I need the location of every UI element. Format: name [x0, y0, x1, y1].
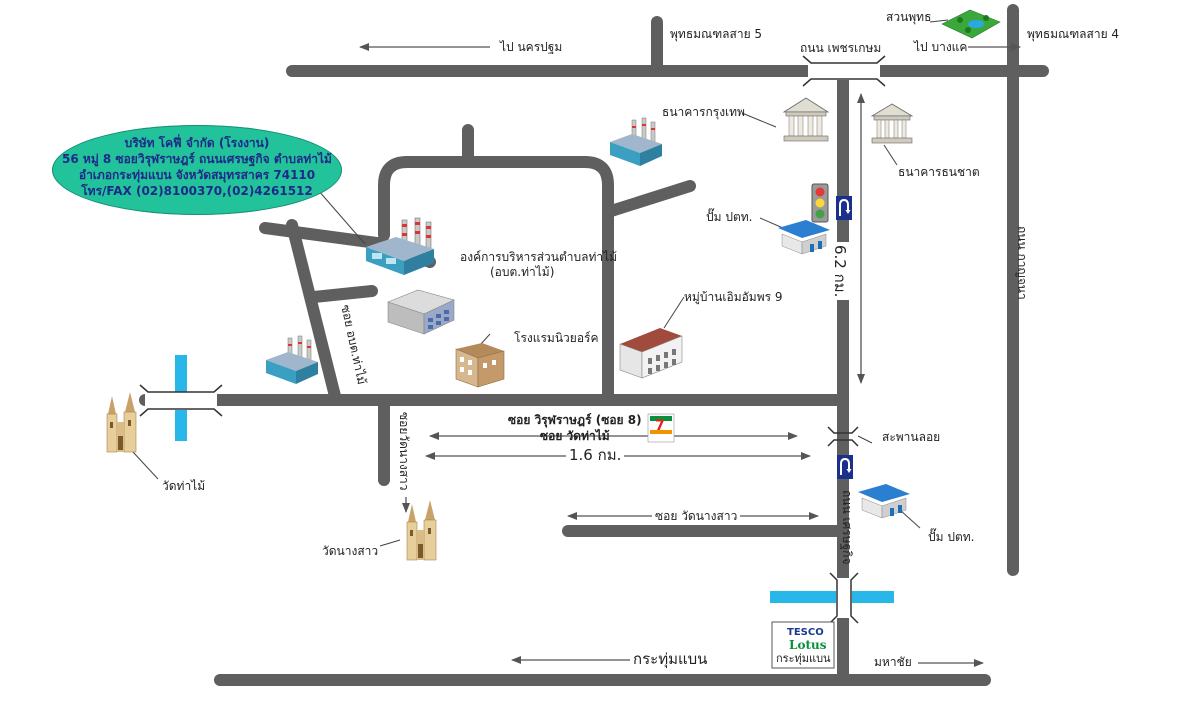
factory-icon — [266, 335, 318, 384]
tesco-branch-label: กระทุ่มแบน — [776, 652, 831, 665]
label-distance-16: 1.6 กม. — [566, 448, 625, 463]
label-bangkok-bank: ธนาคารกรุงเทพ — [662, 105, 745, 119]
label-kanchana-road: ถนน กาญจนา — [1015, 226, 1029, 300]
label-tao-name: องค์การบริหารส่วนตำบลท่าไม้ — [460, 250, 618, 264]
bank-icon — [870, 103, 914, 144]
label-suan-phut: สวนพุทธ — [886, 10, 932, 24]
company-name: บริษัท โคฟี่ จำกัด (โรงงาน) — [124, 136, 270, 150]
leader-lines — [132, 19, 949, 547]
park-icon — [941, 9, 1001, 39]
company-address-bubble: บริษัท โคฟี่ จำกัด (โรงงาน) 56 หมู่ 8 ซอ… — [52, 125, 342, 215]
label-hotel: โรงแรมนิวยอร์ค — [514, 331, 599, 345]
u-turn-icon — [837, 455, 853, 479]
bridge-south — [829, 572, 859, 624]
temple-icon — [406, 500, 437, 561]
factory-icon — [366, 217, 434, 275]
label-saphan-loi: สะพานลอย — [882, 430, 941, 444]
label-wat-tha-mai: วัดท่าไม้ — [162, 479, 206, 493]
factory-icon — [610, 117, 662, 166]
hotel-icon — [455, 343, 505, 388]
label-phutthamonthon-5: พุทธมณฑลสาย 5 — [670, 27, 763, 41]
company-district-line: อำเภอกระทุ่มแบน จังหวัดสมุทรสาคร 74110 — [78, 168, 316, 182]
canal-south — [770, 591, 894, 603]
label-krathum-baen: กระทุ่มแบน — [633, 650, 708, 668]
bridge-west — [139, 384, 223, 417]
label-thanachart-bank: ธนาคารธนชาต — [898, 165, 980, 179]
label-wat-nang-sao: วัดนางสาว — [322, 544, 379, 558]
bank-icon — [782, 97, 830, 142]
label-ptt-2: ปั๊ม ปตท. — [928, 530, 975, 544]
label-sethakit-road: ถนน เศรษฐกิจ — [840, 490, 854, 565]
building-icon — [387, 289, 455, 335]
footbridge — [827, 426, 859, 447]
label-soi-wat-nang-sao-h: ซอย วัดนางสาว — [652, 509, 741, 523]
bridge-phetkasem — [802, 55, 886, 87]
label-village-9: หมู่บ้านเอิมอัมพร 9 — [684, 290, 783, 304]
label-mahachai: มหาชัย — [874, 655, 912, 669]
lotus-label: Lotus — [789, 638, 827, 652]
seven-eleven-icon — [647, 413, 675, 443]
label-phutthamonthon-4: พุทธมณฑลสาย 4 — [1027, 27, 1120, 41]
label-phetkasem-road: ถนน เพชรเกษม — [800, 41, 882, 55]
soi-tao-road — [286, 219, 342, 406]
tesco-lotus-icon — [771, 621, 835, 669]
loop-road — [378, 156, 614, 406]
temple-icon — [106, 392, 137, 453]
label-ptt-1: ปั๊ม ปตท. — [706, 210, 753, 224]
gas-station-icon — [858, 484, 910, 519]
traffic-light-icon — [811, 183, 829, 223]
seven-eleven-label: 7 — [655, 418, 665, 434]
loop-east-spur — [602, 180, 696, 218]
gas-station-icon — [778, 220, 830, 255]
tesco-label: TESCO — [787, 627, 824, 638]
label-soi-wirun: ซอย วิรุฬราษฎร์ (ซอย 8) — [508, 413, 642, 427]
label-distance-62: 6.2 กม. — [828, 242, 852, 301]
label-soi-wat-nang-sao-v: ซอยวัดนางสาว — [397, 412, 411, 491]
soi-tao-spur — [308, 285, 378, 303]
company-phone-line: โทร/FAX (02)8100370,(02)4261512 — [81, 184, 313, 198]
label-to-nakhon-pathom: ไป นครปฐม — [500, 40, 563, 54]
company-address-line: 56 หมู่ 8 ซอยวิรุฬราษฎร์ ถนนเศรษฐกิจ ตำบ… — [62, 152, 332, 166]
building-icon — [619, 328, 683, 379]
road-network — [139, 4, 1049, 686]
label-soi-wat-tha-mai: ซอย วัดท่าไม้ — [540, 429, 610, 443]
u-turn-icon — [836, 196, 852, 220]
label-to-bang-khae: ไป บางแค — [914, 40, 968, 54]
label-tao-short: (อบต.ท่าไม้) — [490, 265, 555, 279]
